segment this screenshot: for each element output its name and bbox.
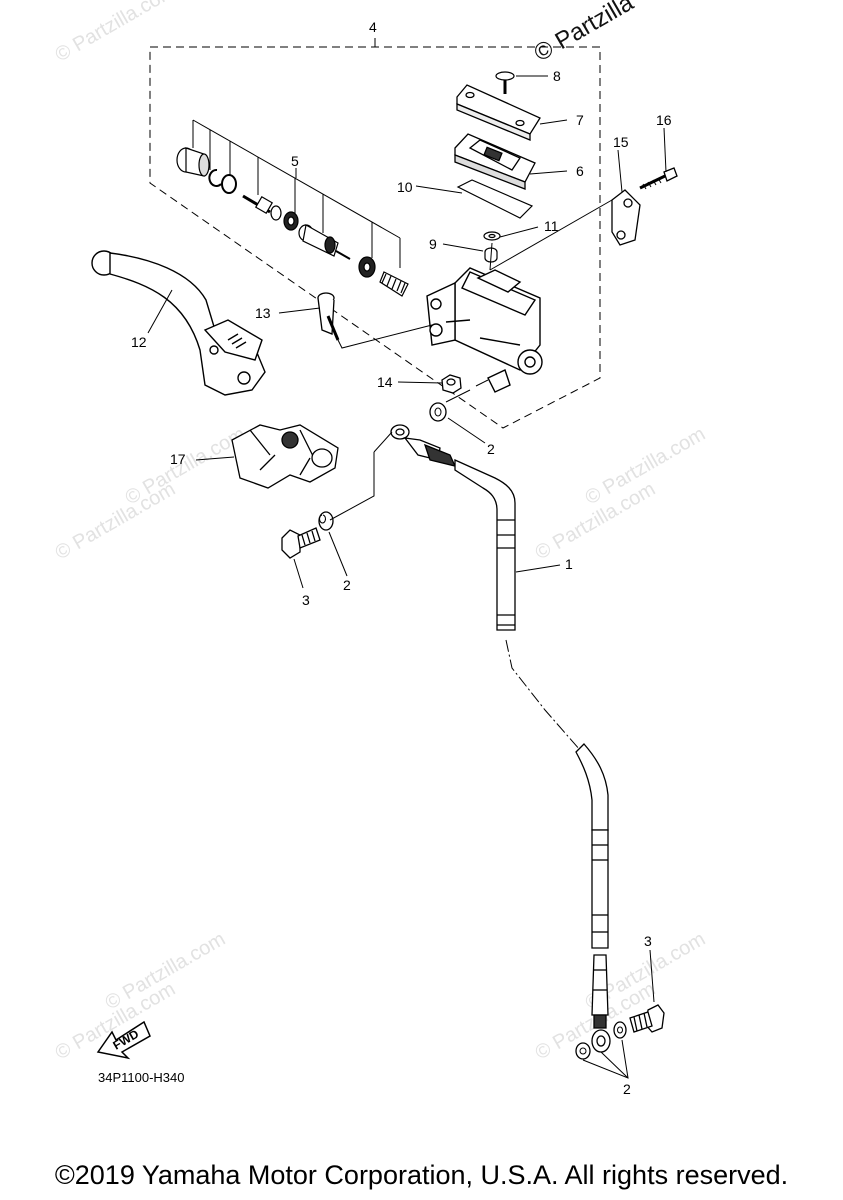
union-bolt-part <box>281 527 321 559</box>
diaphragm-holder-part <box>454 133 536 190</box>
washer-hole <box>434 407 442 417</box>
connection-lines <box>329 199 613 521</box>
master-cylinder-body <box>426 267 543 393</box>
bolt-part <box>639 167 678 190</box>
pivot-bolt-part <box>317 292 340 341</box>
washer-hole <box>579 1047 587 1055</box>
reservoir-cap-part <box>456 84 541 141</box>
seal-part <box>283 211 299 231</box>
assembly-box <box>149 46 601 429</box>
spring-part <box>379 271 409 297</box>
watermark-text: © Partzilla.com <box>52 0 180 66</box>
callout-4: 4 <box>369 19 377 35</box>
cup-part <box>358 256 376 278</box>
callout-14: 14 <box>377 374 393 390</box>
callout-2: 2 <box>487 441 495 457</box>
callout-1: 1 <box>565 556 573 572</box>
leader-lines <box>147 75 667 1079</box>
copyright-notice: ©2019 Yamaha Motor Corporation, U.S.A. A… <box>54 1160 789 1190</box>
callout-labels: 4 8 7 6 10 11 9 15 16 5 13 12 14 2 17 1 … <box>131 19 672 1097</box>
diagram-code: 34P1100-H340 <box>98 1070 185 1085</box>
callout-5: 5 <box>291 153 299 169</box>
push-rod-part <box>242 194 282 221</box>
brake-hose-lower <box>575 743 611 1053</box>
callout-15: 15 <box>613 134 629 150</box>
washer-hole <box>319 514 326 524</box>
brand-watermark: © Partzilla <box>530 0 639 67</box>
callout-11: 11 <box>544 218 559 234</box>
piston-kit-parts <box>176 147 409 297</box>
circlip-part <box>208 168 222 187</box>
leader-line <box>649 949 655 1003</box>
cap-screw-part <box>495 71 515 94</box>
callout-16: 16 <box>656 112 672 128</box>
piston-part <box>298 224 351 260</box>
callout-2: 2 <box>343 577 351 593</box>
callout-12: 12 <box>131 334 147 350</box>
brake-lever-part <box>91 250 266 396</box>
callout-6: 6 <box>576 163 584 179</box>
callout-10: 10 <box>397 179 413 195</box>
callout-17: 17 <box>170 451 186 467</box>
piston-kit-bracket <box>192 119 401 268</box>
callout-3: 3 <box>302 592 310 608</box>
hose-continuation-line <box>505 639 581 751</box>
holder-part <box>231 424 339 489</box>
washer-part <box>221 174 237 194</box>
brake-hose-upper <box>390 424 516 631</box>
callout-8: 8 <box>553 68 561 84</box>
leader-line <box>337 324 433 349</box>
boot-part <box>176 147 210 177</box>
nut-part <box>441 374 462 394</box>
callout-7: 7 <box>576 112 584 128</box>
callout-2: 2 <box>623 1081 631 1097</box>
callout-13: 13 <box>255 305 271 321</box>
diaphragm-part <box>456 179 534 219</box>
washer-part <box>318 511 334 531</box>
callout-3: 3 <box>644 933 652 949</box>
union-bolt-part <box>629 1004 665 1033</box>
clamp-part <box>611 189 641 246</box>
callout-9: 9 <box>429 236 437 252</box>
washer-hole <box>617 1026 623 1034</box>
float-part <box>483 231 501 241</box>
